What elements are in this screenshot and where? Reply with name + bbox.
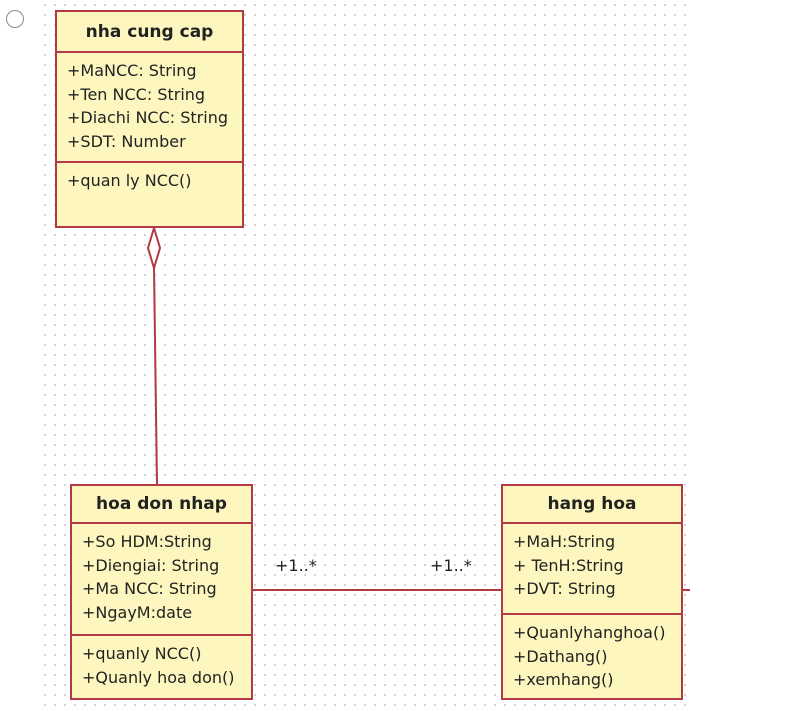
attribute: +Ten NCC: String — [67, 84, 206, 104]
radio-button[interactable] — [6, 10, 24, 28]
aggregation-diamond — [146, 224, 162, 272]
attribute-list: +So HDM:String +Diengiai: String +Ma NCC… — [72, 524, 251, 636]
attribute: +Diachi NCC: String — [67, 108, 228, 127]
class-name: hoa don nhap — [72, 486, 251, 524]
operation: +quanly NCC() — [82, 644, 202, 663]
attribute-list: +MaH:String + TenH:String +DVT: String — [503, 524, 681, 615]
attribute: +NgayM:date — [82, 602, 193, 622]
aggregation-line — [153, 267, 158, 485]
operation: +Dathang() — [513, 646, 608, 666]
class-name: hang hoa — [503, 486, 681, 524]
operation: +Quanly hoa don() — [82, 667, 235, 687]
operation-list: +quanly NCC() +Quanly hoa don() — [72, 636, 251, 693]
attribute: +DVT: String — [513, 579, 616, 598]
attribute: +So HDM:String — [82, 532, 212, 551]
multiplicity-left: +1..* — [275, 556, 317, 575]
attribute: + TenH:String — [513, 555, 624, 575]
operation: +Quanlyhanghoa() — [513, 623, 666, 642]
attribute-list: +MaNCC: String +Ten NCC: String +Diachi … — [57, 53, 242, 163]
multiplicity-right: +1..* — [430, 556, 472, 575]
attribute: +MaH:String — [513, 532, 616, 551]
operation-list: +Quanlyhanghoa() +Dathang() +xemhang() — [503, 615, 681, 696]
attribute: +SDT: Number — [67, 131, 186, 151]
class-nha-cung-cap[interactable]: nha cung cap +MaNCC: String +Ten NCC: St… — [55, 10, 244, 228]
operation: +xemhang() — [513, 670, 614, 689]
class-hoa-don-nhap[interactable]: hoa don nhap +So HDM:String +Diengiai: S… — [70, 484, 253, 700]
attribute: +MaNCC: String — [67, 61, 197, 80]
attribute: +Diengiai: String — [82, 555, 220, 575]
attribute: +Ma NCC: String — [82, 579, 217, 598]
operation-list: +quan ly NCC() — [57, 163, 242, 197]
operation: +quan ly NCC() — [67, 171, 192, 190]
class-name: nha cung cap — [57, 12, 242, 53]
class-hang-hoa[interactable]: hang hoa +MaH:String + TenH:String +DVT:… — [501, 484, 683, 700]
